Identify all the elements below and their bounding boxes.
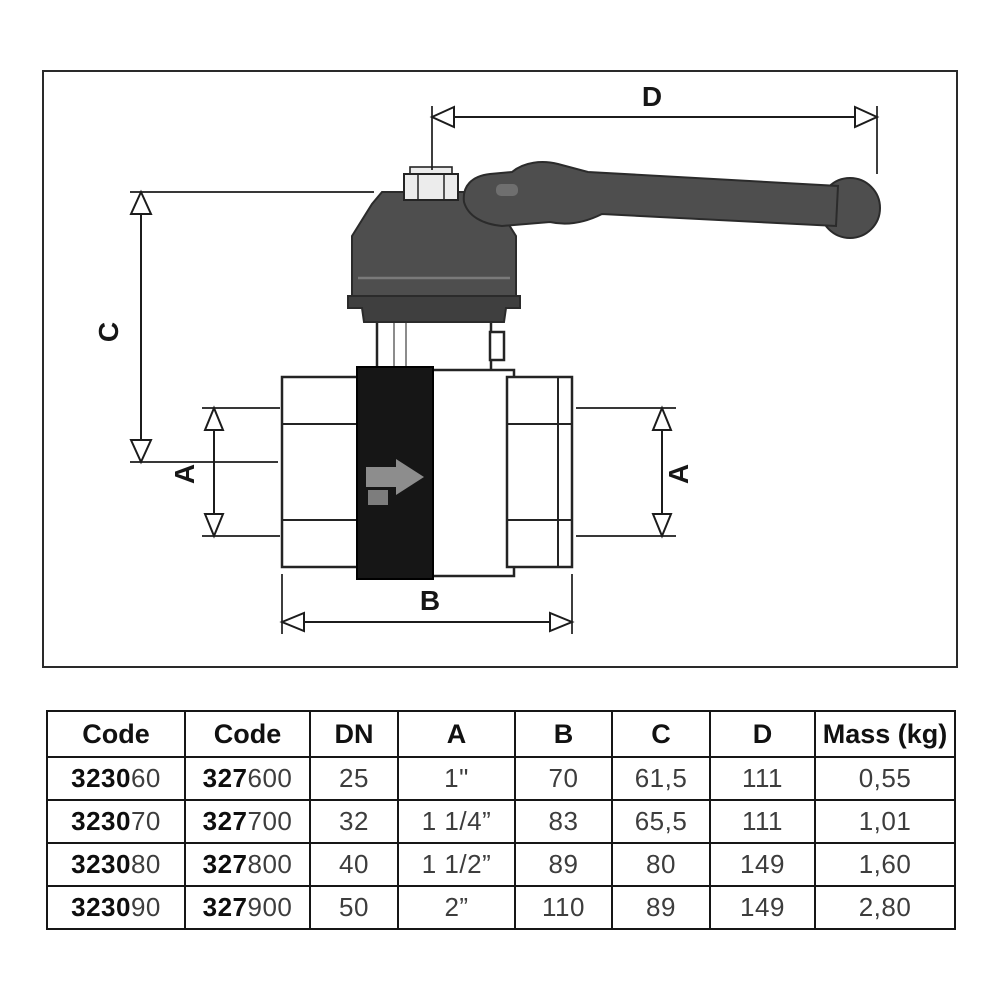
spec-table-row: 323070 327700 32 1 1/4” 83 65,5 111 1,01 <box>46 799 956 844</box>
code-suffix: 600 <box>247 763 293 793</box>
header-mass: Mass (kg) <box>814 710 956 758</box>
cell-a: 1" <box>397 756 516 801</box>
code-suffix: 80 <box>130 849 161 879</box>
label-band <box>356 366 434 580</box>
spec-table-header-row: Code Code DN A B C D Mass (kg) <box>46 710 956 758</box>
code-suffix: 70 <box>130 806 161 836</box>
cell-code-1: 323090 <box>46 885 186 930</box>
spec-table: Code Code DN A B C D Mass (kg) 323060 32… <box>46 710 956 930</box>
dim-label-a-left: A <box>169 464 200 484</box>
cell-d: 111 <box>709 756 816 801</box>
cell-c: 61,5 <box>611 756 711 801</box>
cell-c: 80 <box>611 842 711 887</box>
cell-b: 110 <box>514 885 613 930</box>
cell-c: 65,5 <box>611 799 711 844</box>
spec-table-row: 323080 327800 40 1 1/2” 89 80 149 1,60 <box>46 842 956 887</box>
dimension-d: D <box>429 81 880 174</box>
dimension-a-right: A <box>576 405 694 539</box>
header-b: B <box>514 710 613 758</box>
code-suffix: 800 <box>247 849 293 879</box>
dimension-a-left: A <box>169 405 280 539</box>
code-prefix: 3230 <box>71 892 131 922</box>
valve-body <box>428 368 516 578</box>
cell-b: 83 <box>514 799 613 844</box>
cell-code-2: 327800 <box>184 842 311 887</box>
dim-label-b: B <box>420 585 440 616</box>
code-prefix: 3230 <box>71 849 131 879</box>
code-prefix: 327 <box>202 806 248 836</box>
header-dn: DN <box>309 710 399 758</box>
cell-mass: 2,80 <box>814 885 956 930</box>
code-suffix: 700 <box>247 806 293 836</box>
header-code-1: Code <box>46 710 186 758</box>
valve-technical-drawing: D C A A <box>42 70 958 668</box>
stem-nut <box>403 166 459 201</box>
spec-table-row: 323090 327900 50 2” 110 89 149 2,80 <box>46 885 956 930</box>
dimension-c: C <box>93 189 374 465</box>
cell-mass: 0,55 <box>814 756 956 801</box>
valve-handle <box>462 161 881 239</box>
cell-d: 149 <box>709 842 816 887</box>
flow-direction-icon <box>366 459 424 505</box>
cell-dn: 40 <box>309 842 399 887</box>
cell-code-2: 327600 <box>184 756 311 801</box>
cell-code-2: 327700 <box>184 799 311 844</box>
ball-valve-diagram: D C A A <box>93 81 881 634</box>
dim-label-a-right: A <box>663 464 694 484</box>
right-hex-fitting <box>505 375 574 569</box>
handle-bar <box>462 161 840 228</box>
left-hex-fitting <box>280 375 362 569</box>
code-prefix: 327 <box>202 892 248 922</box>
code-suffix: 900 <box>247 892 293 922</box>
cell-mass: 1,01 <box>814 799 956 844</box>
spec-table-row: 323060 327600 25 1" 70 61,5 111 0,55 <box>46 756 956 801</box>
cell-mass: 1,60 <box>814 842 956 887</box>
code-prefix: 327 <box>202 849 248 879</box>
cell-d: 111 <box>709 799 816 844</box>
cell-code-2: 327900 <box>184 885 311 930</box>
cell-code-1: 323060 <box>46 756 186 801</box>
code-prefix: 3230 <box>71 806 131 836</box>
dim-label-d: D <box>642 81 662 112</box>
dim-label-c: C <box>93 322 124 342</box>
cell-dn: 32 <box>309 799 399 844</box>
code-prefix: 3230 <box>71 763 131 793</box>
cell-a: 2” <box>397 885 516 930</box>
code-prefix: 327 <box>202 763 248 793</box>
cell-a: 1 1/4” <box>397 799 516 844</box>
cell-a: 1 1/2” <box>397 842 516 887</box>
cell-b: 70 <box>514 756 613 801</box>
code-suffix: 60 <box>130 763 161 793</box>
cell-dn: 50 <box>309 885 399 930</box>
header-d: D <box>709 710 816 758</box>
cell-code-1: 323080 <box>46 842 186 887</box>
cell-c: 89 <box>611 885 711 930</box>
cell-d: 149 <box>709 885 816 930</box>
cell-b: 89 <box>514 842 613 887</box>
header-c: C <box>611 710 711 758</box>
code-suffix: 90 <box>130 892 161 922</box>
header-code-2: Code <box>184 710 311 758</box>
dimension-b: B <box>279 574 575 634</box>
cell-code-1: 323070 <box>46 799 186 844</box>
cell-dn: 25 <box>309 756 399 801</box>
header-a: A <box>397 710 516 758</box>
